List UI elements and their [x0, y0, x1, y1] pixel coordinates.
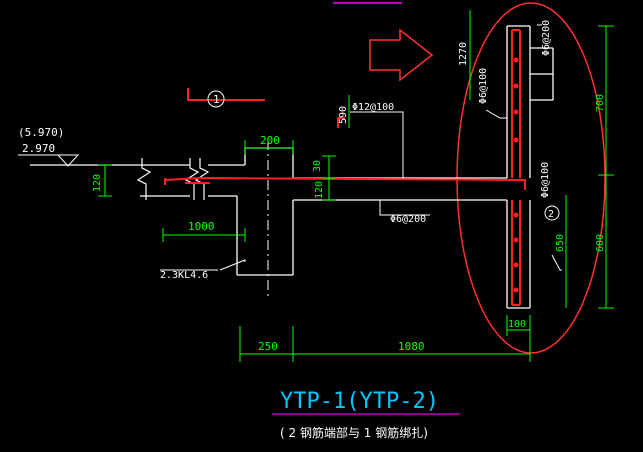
callout-2-label: 2 — [548, 209, 554, 220]
dim-120-left: 120 — [92, 174, 103, 192]
elevation-paren-label: (5.970) — [18, 126, 64, 139]
break-marks — [136, 158, 210, 200]
drawing-subtitle: ( 2 钢筋端部与 1 钢筋绑扎) — [280, 425, 428, 440]
dimension-lines — [98, 10, 614, 362]
direction-arrow — [369, 28, 434, 82]
bar-top-label: Φ12@100 — [352, 102, 394, 113]
bar-wall-top-label: Φ6@200 — [541, 20, 552, 56]
callout-circle-2 — [544, 205, 560, 221]
bar-wall-a-label: Φ6@100 — [478, 68, 489, 104]
dim-1000: 1000 — [188, 220, 215, 233]
dim-1270: 1270 — [458, 42, 469, 66]
dim-600: 600 — [595, 234, 606, 252]
dim-1080: 1080 — [398, 340, 425, 353]
dim-30: 30 — [312, 160, 323, 172]
dim-250: 250 — [258, 340, 278, 353]
bar-dist-label: Φ6@200 — [390, 214, 426, 225]
rebar-lines — [164, 29, 526, 306]
dim-120-mid: 120 — [314, 181, 325, 199]
dim-590: 590 — [338, 106, 349, 124]
leader-lines — [160, 24, 562, 271]
dim-700: 700 — [595, 94, 606, 112]
callout-1-label: 1 — [213, 93, 220, 106]
elevation-label: 2.970 — [22, 142, 55, 155]
dim-650: 650 — [555, 234, 566, 252]
beam-ref-label: 2.3KL4.6 — [160, 270, 208, 281]
bar-wall-b-label: Φ6@100 — [540, 162, 551, 198]
dim-100: 100 — [508, 319, 526, 330]
structure-outline — [30, 25, 554, 309]
callout-circle-1 — [207, 90, 225, 108]
drawing-title: YTP-1(YTP-2) — [280, 389, 439, 414]
elevation-marker — [18, 154, 80, 167]
rebar-dots — [513, 57, 519, 293]
dim-200: 200 — [260, 134, 280, 147]
